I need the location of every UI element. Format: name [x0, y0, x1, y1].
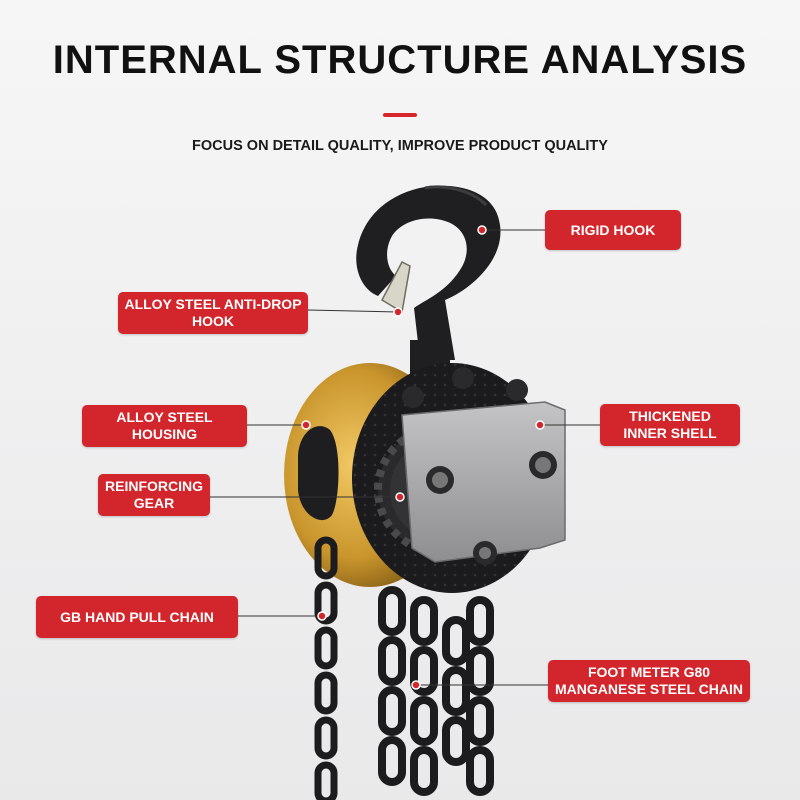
label-load-chain-line2: MANGANESE STEEL CHAIN [555, 681, 743, 697]
label-reinforcing-gear: REINFORCING GEAR [98, 474, 210, 516]
label-load-chain: FOOT METER G80 MANGANESE STEEL CHAIN [548, 660, 750, 702]
label-anti-drop-hook: ALLOY STEEL ANTI-DROP HOOK [118, 292, 308, 334]
label-hand-chain-text: GB HAND PULL CHAIN [60, 608, 214, 625]
page-title: INTERNAL STRUCTURE ANALYSIS [52, 38, 748, 82]
label-rigid-hook-text: RIGID HOOK [570, 221, 656, 238]
marker-dots [301, 225, 545, 690]
hand-pull-chain [314, 536, 338, 800]
label-inner-shell: THICKENED INNER SHELL [600, 404, 740, 446]
inner-shell-plate [401, 367, 566, 565]
label-anti-drop-hook-line2: HOOK [192, 313, 234, 329]
label-gear-line2: GEAR [133, 495, 175, 511]
label-housing-line1: ALLOY STEEL [116, 409, 213, 425]
label-rigid-hook: RIGID HOOK [545, 210, 681, 250]
label-hand-pull-chain: GB HAND PULL CHAIN [36, 596, 238, 638]
anti-drop-latch [381, 261, 411, 314]
label-housing: ALLOY STEEL HOUSING [82, 405, 247, 447]
page-subtitle: FOCUS ON DETAIL QUALITY, IMPROVE PRODUCT… [192, 138, 608, 154]
rigid-hook [356, 185, 501, 360]
label-anti-drop-hook-line1: ALLOY STEEL ANTI-DROP [124, 296, 302, 312]
label-gear-line1: REINFORCING [105, 478, 203, 494]
label-housing-line2: HOUSING [131, 426, 198, 442]
title-accent-bar [383, 113, 417, 117]
leader-lines [210, 229, 600, 686]
label-inner-shell-line2: INNER SHELL [623, 425, 717, 441]
label-load-chain-line1: FOOT METER G80 [587, 664, 711, 680]
label-inner-shell-line1: THICKENED [629, 408, 711, 424]
load-chain [378, 586, 494, 796]
